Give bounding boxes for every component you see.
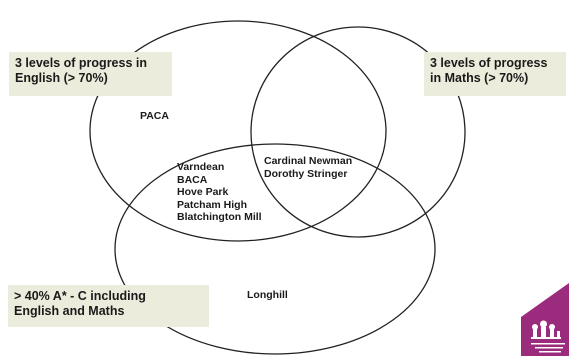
region-english-and-gcse: Varndean BACA Hove Park Patcham High Bla… <box>177 161 262 224</box>
school-name: Patcham High <box>177 198 248 211</box>
school-name: BACA <box>177 173 208 186</box>
school-name: Cardinal Newman <box>264 155 353 167</box>
label-gcse-attainment: > 40% A* - C including English and Maths <box>8 285 209 327</box>
region-all-three: Cardinal Newman Dorothy Stringer <box>264 155 352 180</box>
region-gcse-only: Longhill <box>247 289 288 301</box>
label-maths-progress: 3 levels of progress in Maths (> 70%) <box>424 52 566 96</box>
school-name: Dorothy Stringer <box>264 167 348 180</box>
circle-gcse <box>114 143 436 355</box>
school-name: Varndean <box>177 161 225 173</box>
circle-maths <box>250 26 466 238</box>
label-english-progress: 3 levels of progress in English (> 70%) <box>9 52 172 96</box>
school-name: Blatchington Mill <box>177 211 262 224</box>
region-english-only: PACA <box>140 110 169 122</box>
school-name: Hove Park <box>177 186 229 199</box>
circle-english <box>89 20 387 242</box>
building-logo-icon <box>521 283 569 356</box>
